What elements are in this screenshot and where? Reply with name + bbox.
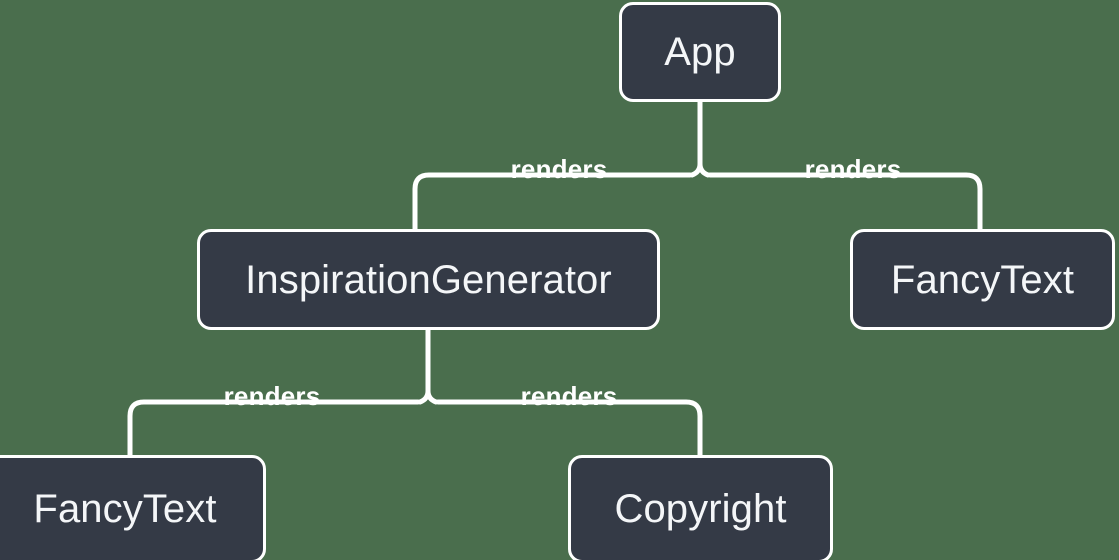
- node-inspirationgenerator[interactable]: InspirationGenerator: [197, 229, 660, 330]
- edge-junction-right-shoulder: [697, 161, 711, 178]
- node-copyright-label: Copyright: [614, 487, 787, 531]
- edge-label-app-to-fancytext-right: renders: [804, 154, 902, 184]
- node-copyright[interactable]: Copyright: [568, 455, 833, 560]
- node-fancytext-right[interactable]: FancyText: [850, 229, 1115, 330]
- edge-label-inspirationgenerator-to-fancytext-left: renders: [223, 381, 321, 411]
- node-app[interactable]: App: [619, 2, 781, 102]
- node-app-label: App: [664, 30, 736, 74]
- node-fancytext-right-label: FancyText: [890, 257, 1075, 302]
- edge-label-app-to-inspirationgenerator: renders: [510, 154, 608, 184]
- edge-junction-left-shoulder: [689, 161, 703, 178]
- edge-lower-junction-left-shoulder: [417, 388, 431, 405]
- node-inspirationgenerator-label: InspirationGenerator: [245, 257, 612, 302]
- node-fancytext-bottom-left[interactable]: FancyText: [0, 455, 266, 560]
- edge-label-inspirationgenerator-to-copyright: renders: [520, 381, 618, 411]
- node-fancytext-bottom-left-label: FancyText: [33, 487, 217, 531]
- edge-lower-junction-right-shoulder: [425, 388, 439, 405]
